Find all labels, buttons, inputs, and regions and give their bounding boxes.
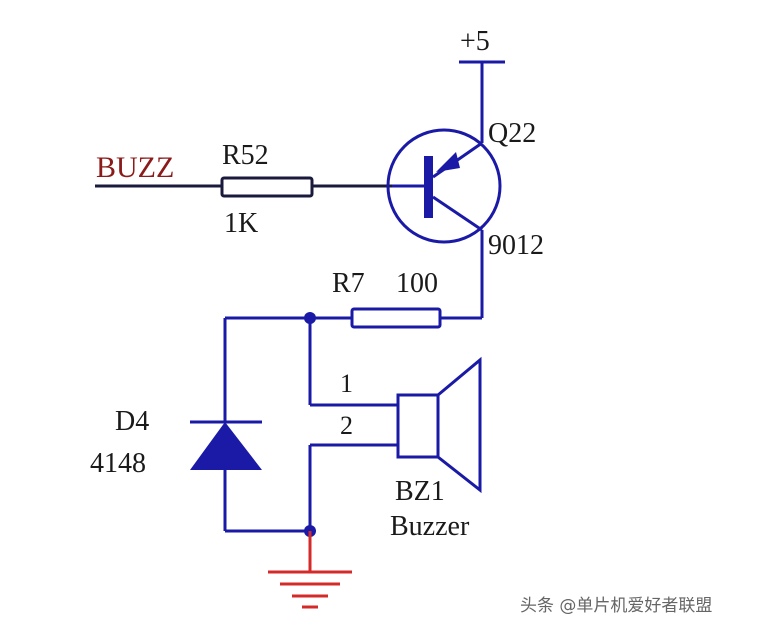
buzzer-horn [436, 356, 482, 494]
r52-value-label: 1K [224, 208, 258, 239]
transistor-body-circle [386, 128, 502, 244]
bz1-value-label: Buzzer [390, 511, 470, 542]
watermark-text: 头条 @单片机爱好者联盟 [520, 596, 712, 616]
emitter-arrow [436, 152, 460, 172]
bz1-ref-label: BZ1 [395, 476, 445, 507]
buzzer-body [396, 393, 440, 459]
transistor-q22: Q22 9012 [386, 118, 544, 261]
d4-value-label: 4148 [90, 448, 146, 479]
q22-ref-label: Q22 [488, 118, 536, 149]
resistor-r7-body [350, 307, 442, 329]
buzzer-pin1-label: 1 [340, 369, 353, 398]
transistor-collector-lead [432, 195, 483, 232]
buzzer-pin2-label: 2 [340, 411, 353, 440]
ground-symbol [268, 570, 352, 609]
q22-value-label: 9012 [488, 230, 544, 261]
net-label-buzz: BUZZ [96, 151, 174, 184]
r52-ref-label: R52 [222, 140, 269, 171]
d4-ref-label: D4 [115, 406, 149, 437]
resistor-r52-body [220, 176, 314, 198]
buzzer-bz1: BZ1 Buzzer [390, 356, 482, 542]
transistor-base-bar [424, 156, 433, 218]
r7-value-label: 100 [396, 268, 438, 299]
r7-ref-label: R7 [332, 268, 365, 299]
power-label: +5 [460, 26, 490, 57]
diode-triangle [190, 422, 262, 470]
